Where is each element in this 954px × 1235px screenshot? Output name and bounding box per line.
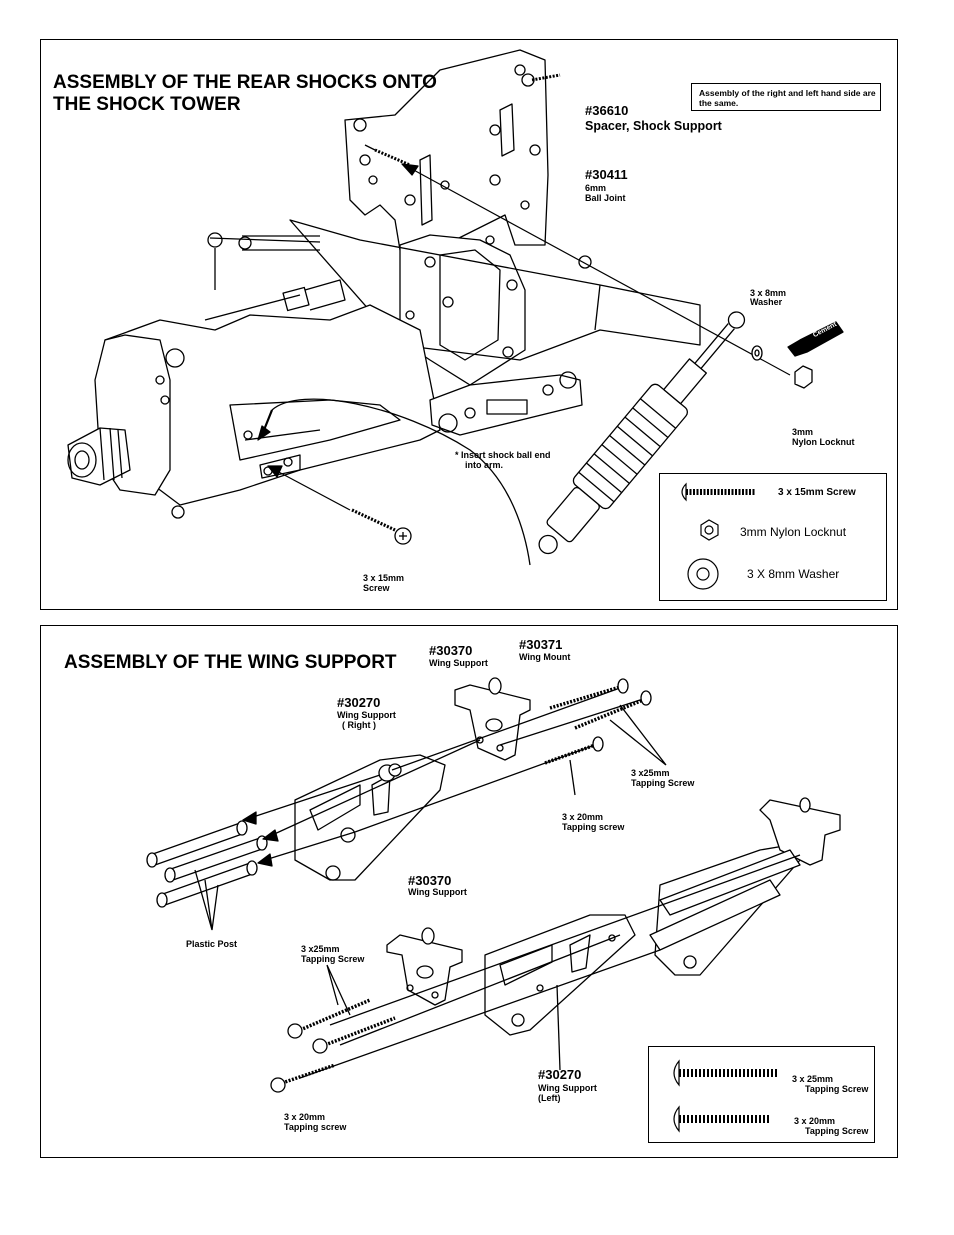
insert-note-line2: into arm.: [465, 460, 504, 470]
part-30270-right-number: #30270: [337, 695, 381, 710]
legend-hardware-icons: [681, 482, 755, 590]
part-30411-name: Ball Joint: [585, 193, 626, 203]
legend-screw-label: 3 x 15mm Screw: [778, 487, 856, 498]
insert-note-line1: * Insert shock ball end: [455, 450, 551, 460]
wing-support-title: ASSEMBLY OF THE WING SUPPORT: [64, 652, 397, 673]
part-30370-top-name: Wing Support: [429, 658, 488, 668]
hardware-legend-wing: 3 x 25mm Tapping Screw 3 x 20mm Tapping …: [648, 1046, 875, 1143]
part-30411-number: #30411: [585, 167, 628, 182]
tap25-left-name: Tapping Screw: [301, 954, 365, 964]
legend-s20-name: Tapping Screw: [805, 1126, 869, 1136]
part-30270-right-side: ( Right ): [342, 720, 376, 730]
tap25-top-name: Tapping Screw: [631, 778, 695, 788]
tap20-bottom-size: 3 x 20mm: [284, 1112, 326, 1122]
washer-name: Washer: [750, 297, 783, 307]
part-30370-top-number: #30370: [429, 643, 473, 658]
part-36610-number: #36610: [585, 103, 629, 118]
screw-size: 3 x 15mm: [363, 573, 405, 583]
locknut-name: Nylon Locknut: [792, 437, 855, 447]
locknut-size: 3mm: [792, 427, 814, 437]
legend-s20-size: 3 x 20mm: [794, 1116, 836, 1126]
washer-size: 3 x 8mm: [750, 288, 787, 298]
tap20-top-name: Tapping screw: [562, 822, 625, 832]
part-30270-right-name: Wing Support: [337, 710, 396, 720]
legend-tapping-screw-icons: [673, 1059, 779, 1133]
part-30371-name: Wing Mount: [519, 652, 571, 662]
note-box: Assembly of the right and left hand side…: [691, 83, 881, 111]
tap25-top-size: 3 x25mm: [631, 768, 670, 778]
part-30370-mid-name: Wing Support: [408, 887, 467, 897]
rear-shocks-title-line2: THE SHOCK TOWER: [53, 94, 241, 115]
rear-shocks-title-line1: ASSEMBLY OF THE REAR SHOCKS ONTO: [53, 72, 437, 93]
note-text: Assembly of the right and left hand side…: [699, 88, 876, 108]
legend-s25-size: 3 x 25mm: [792, 1074, 834, 1084]
tap20-top-size: 3 x 20mm: [562, 812, 604, 822]
tap20-bottom-name: Tapping screw: [284, 1122, 347, 1132]
tap25-left-size: 3 x25mm: [301, 944, 340, 954]
legend-washer-label: 3 X 8mm Washer: [747, 567, 840, 581]
hardware-legend-rear: 3 x 15mm Screw 3mm Nylon Locknut 3 X 8mm…: [659, 473, 887, 601]
part-30270-left-name: Wing Support: [538, 1083, 597, 1093]
plastic-post-label: Plastic Post: [186, 939, 238, 949]
part-30270-left-number: #30270: [538, 1067, 582, 1082]
part-30371-number: #30371: [519, 637, 563, 652]
part-30370-mid-number: #30370: [408, 873, 452, 888]
screw-name: Screw: [363, 583, 390, 593]
legend-locknut-label: 3mm Nylon Locknut: [740, 525, 847, 539]
part-36610-name: Spacer, Shock Support: [585, 119, 722, 133]
part-30270-left-side: (Left): [538, 1093, 561, 1103]
part-30411-size: 6mm: [585, 183, 607, 193]
legend-s25-name: Tapping Screw: [805, 1084, 869, 1094]
